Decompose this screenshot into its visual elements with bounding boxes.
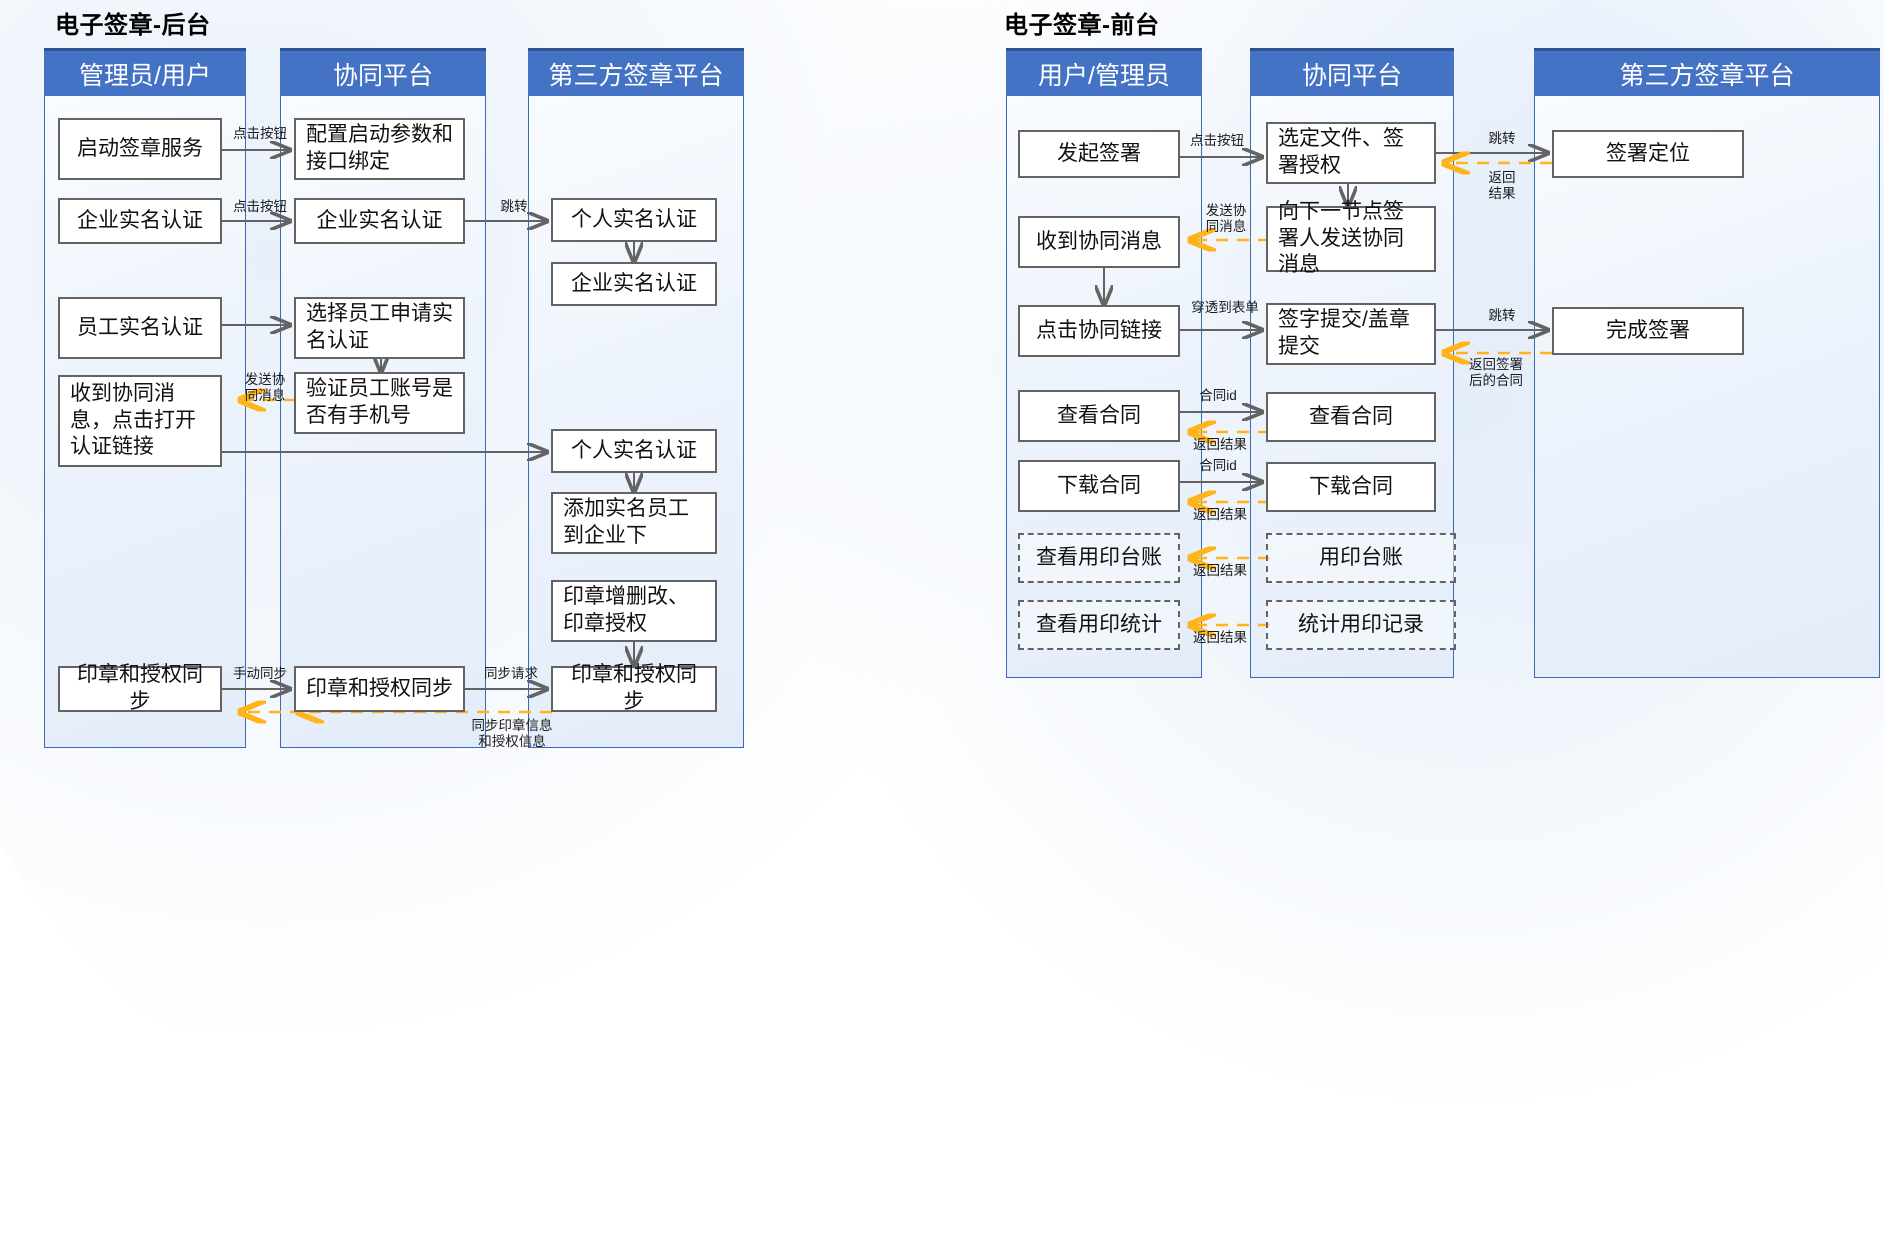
- node-b3[interactable]: 员工实名认证: [58, 297, 222, 359]
- edge-label-fl6: 跳转: [1488, 308, 1516, 323]
- node-label: 配置启动参数和接口绑定: [306, 123, 453, 173]
- diagram-backend: 电子签章-后台 管理员/用户 协同平台 第三方签章平台: [0, 0, 800, 925]
- edge-label-fl8: 合同id: [1199, 388, 1237, 403]
- node-f5[interactable]: 下载合同: [1018, 460, 1180, 512]
- node-f1[interactable]: 发起签署: [1018, 130, 1180, 178]
- lane-header-label: 用户/管理员: [1038, 61, 1170, 90]
- node-label: 完成签署: [1606, 318, 1690, 342]
- node-label: 选择员工申请实名认证: [306, 302, 453, 352]
- node-label: 印章和授权同步: [571, 663, 697, 713]
- edge-label-fl3: 返回 结果: [1488, 170, 1516, 201]
- node-label: 向下一节点签署人发送协同消息: [1278, 199, 1404, 277]
- node-label: 查看用印台账: [1036, 545, 1162, 569]
- node-g1[interactable]: 选定文件、签署授权: [1266, 122, 1436, 184]
- node-label: 启动签章服务: [77, 136, 203, 160]
- edge-label-bl6: 同步请求: [484, 666, 538, 681]
- node-label: 用印台账: [1319, 545, 1403, 569]
- node-label: 发起签署: [1057, 141, 1141, 165]
- node-label: 个人实名认证: [571, 207, 697, 231]
- node-f4[interactable]: 查看合同: [1018, 390, 1180, 442]
- node-g7[interactable]: 统计用印记录: [1266, 600, 1456, 650]
- node-g4[interactable]: 查看合同: [1266, 392, 1436, 442]
- node-label: 企业实名认证: [316, 208, 443, 232]
- node-c3[interactable]: 选择员工申请实名认证: [294, 297, 465, 359]
- edge-label-bl2: 点击按钮: [233, 199, 287, 214]
- edge-label-fl2: 跳转: [1488, 131, 1516, 146]
- node-label: 点击协同链接: [1036, 318, 1162, 342]
- edge-label-fl12: 返回结果: [1193, 563, 1247, 578]
- node-g6[interactable]: 用印台账: [1266, 533, 1456, 583]
- node-t3[interactable]: 个人实名认证: [551, 429, 717, 473]
- node-f3[interactable]: 点击协同链接: [1018, 305, 1180, 357]
- lane-header-label: 管理员/用户: [79, 61, 211, 90]
- node-c1[interactable]: 配置启动参数和接口绑定: [294, 118, 465, 180]
- node-label: 个人实名认证: [571, 438, 697, 462]
- node-label: 签字提交/盖章提交: [1278, 308, 1410, 358]
- node-label: 企业实名认证: [571, 271, 697, 295]
- node-g5[interactable]: 下载合同: [1266, 462, 1436, 512]
- node-label: 选定文件、签署授权: [1278, 127, 1404, 177]
- node-c2[interactable]: 企业实名认证: [294, 198, 465, 244]
- node-label: 添加实名员工到企业下: [563, 497, 689, 547]
- edge-label-fl11: 返回结果: [1193, 507, 1247, 522]
- edge-label-bl5: 手动同步: [233, 666, 287, 681]
- node-t6[interactable]: 印章和授权同步: [551, 663, 717, 713]
- node-t1[interactable]: 个人实名认证: [551, 198, 717, 242]
- node-label: 验证员工账号是否有手机号: [306, 377, 453, 427]
- edge-label-fl4: 发送协 同消息: [1205, 203, 1247, 234]
- node-label: 印章增删改、印章授权: [563, 585, 689, 635]
- lane-header-third-party-f: 第三方签章平台: [1534, 48, 1880, 96]
- lane-header-third-party: 第三方签章平台: [528, 48, 744, 96]
- node-label: 企业实名认证: [77, 208, 203, 232]
- node-label: 收到协同消息，点击打开认证链接: [70, 381, 196, 459]
- edge-label-fl1: 点击按钮: [1190, 133, 1244, 148]
- edge-label-fl13: 返回结果: [1193, 630, 1247, 645]
- node-h2[interactable]: 完成签署: [1552, 307, 1744, 355]
- node-g2[interactable]: 向下一节点签署人发送协同消息: [1266, 200, 1436, 276]
- edge-label-bl3: 跳转: [500, 199, 528, 214]
- node-b4[interactable]: 收到协同消息，点击打开认证链接: [58, 375, 222, 467]
- node-t4[interactable]: 添加实名员工到企业下: [551, 492, 717, 554]
- edge-label-fl10: 合同id: [1199, 458, 1237, 473]
- node-label: 查看合同: [1057, 403, 1141, 427]
- node-t2[interactable]: 企业实名认证: [551, 262, 717, 306]
- node-c4[interactable]: 验证员工账号是否有手机号: [294, 372, 465, 434]
- lane-header-label: 协同平台: [1301, 61, 1402, 90]
- node-g3[interactable]: 签字提交/盖章提交: [1266, 303, 1436, 365]
- edge-label-fl9: 返回结果: [1193, 437, 1247, 452]
- edge-label-fl5: 穿透到表单: [1191, 300, 1259, 315]
- node-t5[interactable]: 印章增删改、印章授权: [551, 580, 717, 642]
- node-c5[interactable]: 印章和授权同步: [294, 666, 465, 712]
- node-label: 印章和授权同步: [306, 676, 453, 700]
- lane-header-label: 协同平台: [332, 61, 433, 90]
- node-b2[interactable]: 企业实名认证: [58, 198, 222, 244]
- node-b1[interactable]: 启动签章服务: [58, 118, 222, 180]
- node-label: 签署定位: [1606, 141, 1690, 165]
- node-label: 查看合同: [1309, 404, 1393, 428]
- node-label: 统计用印记录: [1298, 612, 1424, 636]
- node-h1[interactable]: 签署定位: [1552, 130, 1744, 178]
- edge-label-bl4: 发送协 同消息: [244, 372, 286, 403]
- node-b5[interactable]: 印章和授权同步: [58, 663, 222, 713]
- lane-header-user-admin: 用户/管理员: [1006, 48, 1202, 96]
- node-label: 下载合同: [1057, 473, 1141, 497]
- node-label: 员工实名认证: [77, 315, 203, 339]
- node-f7[interactable]: 查看用印统计: [1018, 600, 1180, 650]
- lane-header-collab-platform: 协同平台: [280, 48, 486, 96]
- node-label: 收到协同消息: [1036, 229, 1162, 253]
- lane-header-collab-platform-f: 协同平台: [1250, 48, 1454, 96]
- node-label: 印章和授权同步: [77, 663, 203, 713]
- edge-label-fl7: 返回签署 后的合同: [1469, 357, 1523, 388]
- node-label: 下载合同: [1309, 474, 1393, 498]
- node-f6[interactable]: 查看用印台账: [1018, 533, 1180, 583]
- lane-header-admin-user: 管理员/用户: [44, 48, 246, 96]
- lane-header-label: 第三方签章平台: [1619, 61, 1795, 90]
- diagram-frontend: 电子签章-前台 用户/管理员 协同平台 第三方签章平台: [1000, 0, 1884, 925]
- lane-header-label: 第三方签章平台: [548, 61, 724, 90]
- edge-label-bl1: 点击按钮: [233, 126, 287, 141]
- edge-label-bl7: 同步印章信息 和授权信息: [471, 718, 553, 749]
- node-f2[interactable]: 收到协同消息: [1018, 216, 1180, 268]
- node-label: 查看用印统计: [1036, 612, 1162, 636]
